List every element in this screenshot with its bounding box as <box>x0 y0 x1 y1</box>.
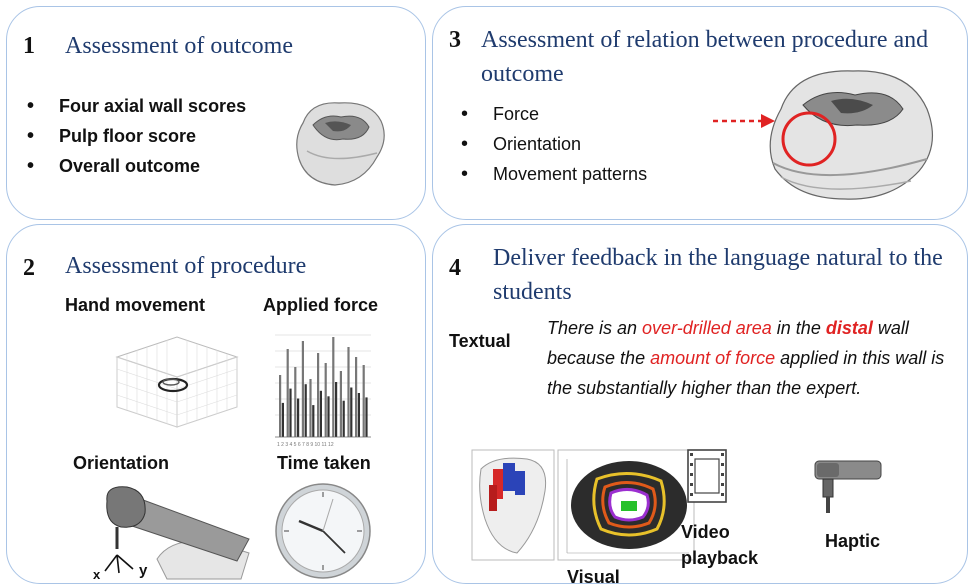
label-textual: Textual <box>449 331 511 351</box>
svg-text:1 2 3 4 5 6 7 8 9 10 11 12: 1 2 3 4 5 6 7 8 9 10 11 12 <box>277 442 334 448</box>
force-bar <box>357 393 360 437</box>
video-line: playback <box>681 548 759 568</box>
visual-tooth-image <box>471 449 555 561</box>
panel-number: 4 <box>449 255 461 281</box>
force-bar <box>355 357 358 437</box>
feedback-highlight: amount of force <box>650 348 776 368</box>
video-line: Video <box>681 522 730 542</box>
list-item: Four axial wall scores <box>25 91 246 121</box>
label-video-playback: Video playback <box>681 519 758 571</box>
list-item: Orientation <box>459 129 647 159</box>
label-applied-force: Applied force <box>263 295 379 315</box>
list-item: Movement patterns <box>459 159 647 189</box>
force-bar <box>339 371 342 437</box>
panel-title: Deliver feedback in the language natural… <box>493 245 943 305</box>
force-bar <box>312 405 315 437</box>
force-bar <box>327 396 330 437</box>
feedback-segment: wall because the <box>547 318 909 368</box>
panel-number: 1 <box>23 33 35 59</box>
force-bar <box>279 375 282 437</box>
axis-x-label: x <box>93 567 101 582</box>
haptic-device-icon <box>814 460 882 513</box>
handpiece-orientation-image: x y <box>93 486 250 582</box>
feedback-text: There is an over-drilled area in the dis… <box>547 313 947 403</box>
tooth-image <box>296 102 385 186</box>
panel-title: Assessment of procedure <box>65 253 307 279</box>
panel-title: Assessment of relation between procedure… <box>481 27 929 87</box>
tooth-highlight-image <box>769 70 933 200</box>
force-bar <box>362 365 365 437</box>
force-bar <box>342 400 345 437</box>
force-bar <box>350 387 353 437</box>
list-item: Overall outcome <box>25 151 246 181</box>
feedback-segment: There is an <box>547 318 643 338</box>
force-bar <box>289 388 292 437</box>
feedback-highlight: over-drilled area <box>642 318 772 338</box>
panel-relation: 3 Assessment of relation between procedu… <box>432 6 968 220</box>
force-bar <box>294 367 297 437</box>
force-bar <box>301 341 304 437</box>
clock-icon <box>275 483 371 579</box>
label-haptic: Haptic <box>825 531 881 551</box>
force-bar <box>365 397 368 437</box>
outcome-list: Four axial wall scores Pulp floor score … <box>25 91 246 181</box>
force-bar <box>304 384 307 437</box>
panel-number: 2 <box>23 255 35 281</box>
label-visual: Visual <box>567 567 620 587</box>
force-bar <box>332 337 335 437</box>
axis-y-label: y <box>139 562 148 579</box>
label-hand-movement: Hand movement <box>65 295 206 315</box>
label-time-taken: Time taken <box>277 453 371 473</box>
force-bar <box>281 402 284 437</box>
panel-number: 3 <box>449 27 461 53</box>
force-bar <box>347 347 350 437</box>
applied-force-chart: 1 2 3 4 5 6 7 8 9 10 11 12 <box>275 334 371 448</box>
force-bar <box>297 398 300 437</box>
panel-assessment-procedure: 2 Assessment of procedure Hand movement … <box>6 224 426 584</box>
panel-feedback: 4 Deliver feedback in the language natur… <box>432 224 968 587</box>
visual-contour-map <box>557 449 695 561</box>
force-bar <box>324 363 327 437</box>
force-bar <box>286 349 289 437</box>
force-bars <box>279 337 368 437</box>
panel-title: Assessment of outcome <box>65 33 293 59</box>
dashed-arrow-icon <box>713 114 775 128</box>
list-item: Force <box>459 99 647 129</box>
force-bar <box>317 353 320 437</box>
feedback-segment: applied in this wall is the substantiall… <box>547 348 945 398</box>
panel-assessment-outcome: 1 Assessment of outcome Four axial wall … <box>6 6 426 220</box>
force-bar <box>309 379 312 437</box>
feedback-highlight: distal <box>825 318 873 338</box>
hand-movement-plot <box>115 336 239 428</box>
list-item: Pulp floor score <box>25 121 246 151</box>
film-strip-icon <box>687 449 727 503</box>
force-bar <box>319 390 322 437</box>
force-bar <box>335 382 338 437</box>
feedback-segment: in the <box>771 318 826 338</box>
label-orientation: Orientation <box>73 453 170 473</box>
relation-list: Force Orientation Movement patterns <box>459 99 647 189</box>
